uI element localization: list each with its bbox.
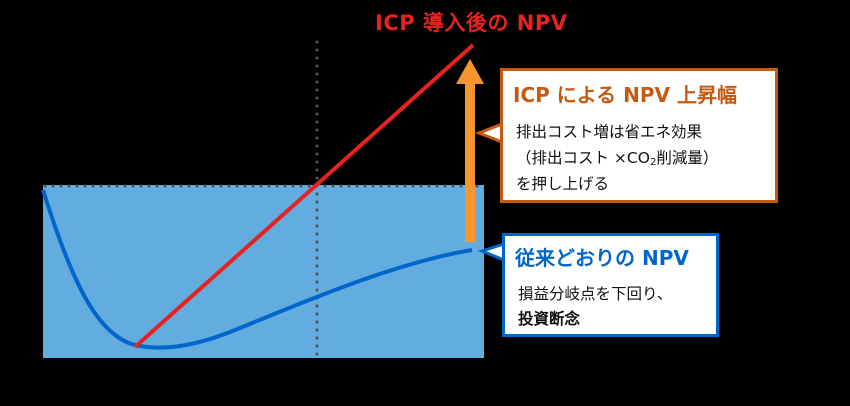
co2-subscript: 2	[649, 157, 657, 168]
icp-increase-line2: （排出コスト ×CO2削減量）	[516, 146, 718, 168]
conventional-npv-heading: 従来どおりの NPV	[515, 246, 689, 270]
conventional-npv-line2: 投資断念	[518, 310, 581, 328]
blue-callout-pointer	[477, 241, 506, 263]
npv-increase-arrow-head	[456, 59, 484, 84]
conventional-npv-curve	[41, 189, 473, 350]
npv-increase-arrow-shaft	[465, 83, 475, 242]
icp-increase-line1: 排出コスト増は省エネ効果	[516, 123, 703, 141]
line2-prefix: （排出コスト ×CO	[516, 149, 650, 167]
icp-npv-title: ICP 導入後の NPV	[375, 11, 568, 35]
orange-callout-pointer	[474, 121, 504, 145]
conventional-npv-callout: 従来どおりの NPV 損益分岐点を下回り、 投資断念	[502, 233, 719, 337]
icp-npv-line	[133, 43, 475, 349]
conventional-npv-line1: 損益分岐点を下回り、	[518, 285, 673, 303]
below-breakeven-region	[43, 185, 484, 358]
icp-increase-heading: ICP による NPV 上昇幅	[513, 83, 737, 107]
line2-suffix: 削減量）	[656, 149, 719, 167]
icp-increase-callout: ICP による NPV 上昇幅 排出コスト増は省エネ効果 （排出コスト ×CO2…	[500, 68, 778, 203]
icp-increase-line3: を押し上げる	[516, 175, 610, 193]
